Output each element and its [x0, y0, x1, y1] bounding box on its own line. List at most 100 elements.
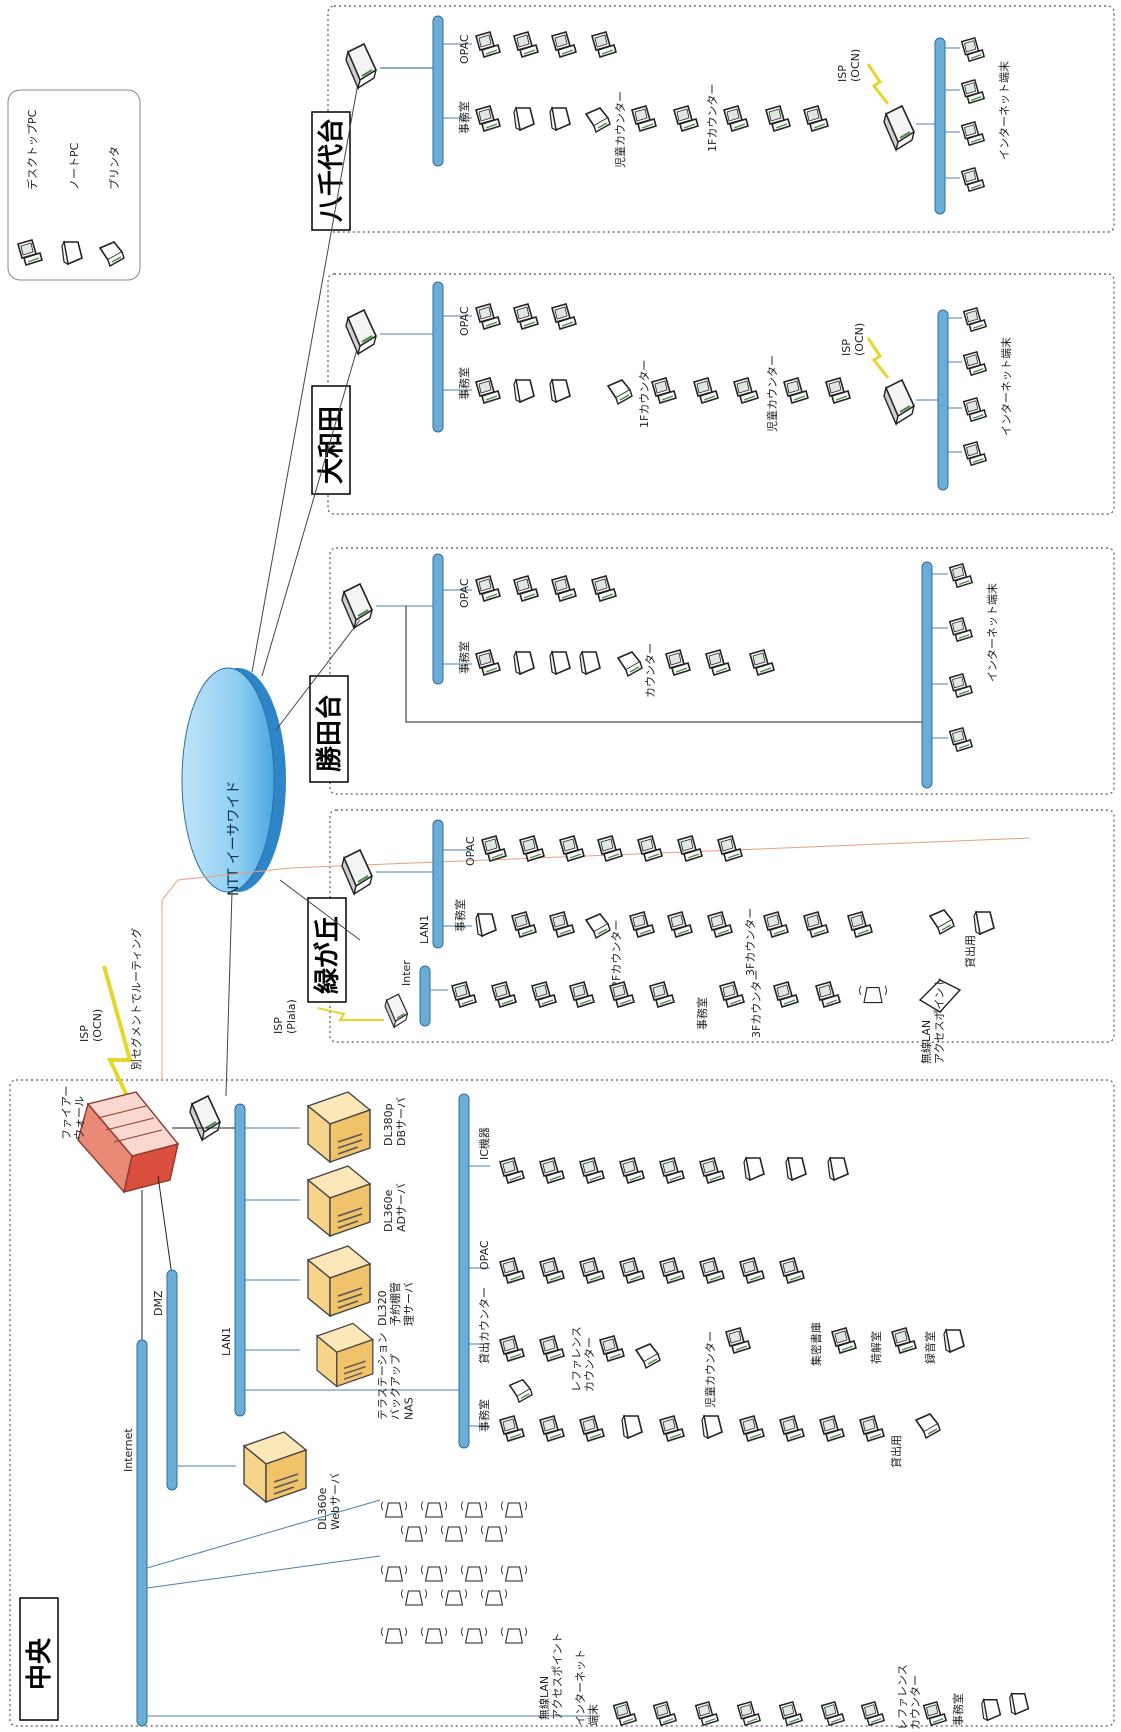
legend-desktop-label: デスクトップPC: [25, 109, 39, 190]
desktop-pc-icon: [719, 981, 745, 1008]
desktop-pc-icon: [579, 1257, 605, 1284]
site-chuo: ISP(OCN) 別セグメントでルーティング ファイアーウォール LAN1 DL…: [60, 928, 1030, 1730]
desktop-pc-icon: [513, 575, 539, 602]
label-jimu2: 事務室: [695, 997, 709, 1030]
desktop-pc-icon: [962, 307, 987, 332]
lan-bus: [921, 561, 933, 789]
notebook-pc-icon: [513, 651, 535, 675]
desktop-pc-icon: [763, 911, 789, 938]
desktop-pc-icon: [649, 981, 675, 1008]
desktop-pc-icon: [619, 1157, 645, 1184]
label-kashi: 貸出用: [889, 1435, 903, 1468]
notebook-pc-icon: [549, 379, 571, 403]
site-label-yachiyodai: 八千代台: [311, 111, 351, 231]
desktop-pc-icon: [859, 1415, 885, 1442]
label-opac: OPAC: [458, 306, 471, 336]
site-box-chuo: [9, 1079, 1115, 1727]
printer-icon: [99, 241, 125, 267]
wireless-ap-icon: [440, 1589, 468, 1606]
label-inter: Inter: [400, 960, 413, 986]
server-icon: [307, 1245, 371, 1317]
label-3f-counter: 3Fカウンター: [744, 908, 757, 976]
desktop-pc-icon: [847, 911, 873, 938]
router-icon: [345, 309, 377, 355]
desktop-pc-icon: [475, 31, 501, 58]
notebook-pc-icon: [973, 911, 995, 935]
lan-bus: [934, 37, 946, 215]
printer-icon: [607, 379, 633, 405]
label-counter: カウンター: [644, 643, 657, 698]
label-isp: ISP(OCN): [836, 49, 862, 82]
desktop-pc-icon: [651, 377, 677, 404]
notebook-pc-icon: [513, 379, 535, 403]
label-dl360e-web: DL360eWebサーバ: [316, 1473, 342, 1530]
label-lan1: LAN1: [220, 1327, 233, 1356]
lightning-icon: [317, 1007, 384, 1021]
desktop-pc-icon: [736, 1701, 761, 1726]
site-midorigaoka: LAN1 OPAC 事務室 2Fカウンター 3Fカウンター 貸出用 ISP(Pl…: [272, 819, 995, 1064]
desktop-pc-icon: [659, 1415, 685, 1442]
desktop-pc-icon: [659, 1257, 685, 1284]
desktop-pc-icon: [665, 649, 691, 676]
desktop-pc-icon: [725, 1327, 751, 1354]
wireless-ap-icon: [500, 1565, 528, 1582]
cloud-label: NTT イーサワイド: [226, 781, 242, 897]
wireless-ap-icon: [500, 1501, 528, 1518]
desktop-pc-icon: [519, 835, 545, 862]
desktop-pc-icon: [539, 1415, 565, 1442]
svg-text:八千代台: 八千代台: [316, 118, 347, 222]
desktop-pc-icon: [948, 617, 973, 642]
notebook-pc-icon: [61, 241, 83, 265]
link-midorigaoka: [279, 879, 361, 941]
lan-bus: [937, 309, 949, 491]
lan-bus: [432, 281, 444, 433]
desktop-pc-icon: [451, 981, 477, 1008]
desktop-pc-icon: [619, 1257, 645, 1284]
desktop-pc-icon: [631, 105, 657, 132]
firewall-icon: [77, 1091, 180, 1194]
desktop-pc-icon: [549, 911, 575, 938]
desktop-pc-icon: [948, 727, 973, 752]
wireless-ap-icon: [420, 1627, 448, 1644]
notebook-pc-icon: [827, 1157, 849, 1181]
lan-bus: [432, 553, 444, 685]
label-isp-plala: ISP(Plala): [272, 999, 298, 1034]
desktop-pc-icon: [475, 377, 501, 404]
desktop-pc-icon: [579, 1157, 605, 1184]
label-1f-counter: 1Fカウンター: [638, 360, 651, 428]
desktop-pc-icon: [960, 121, 985, 146]
wireless-ap-cluster: [380, 1501, 528, 1644]
printer-icon: [635, 1343, 661, 1369]
wireless-ap-icon: [480, 1525, 508, 1542]
desktop-pc-icon: [717, 835, 743, 862]
desktop-pc-icon: [733, 377, 759, 404]
svg-text:緑が丘: 緑が丘: [312, 916, 343, 994]
label-internet-terminal: インターネット端末: [574, 1649, 600, 1726]
desktop-pc-icon: [825, 377, 851, 404]
desktop-pc-icon: [475, 575, 501, 602]
svg-text:中央: 中央: [25, 1637, 55, 1690]
notebook-pc-icon: [943, 1329, 965, 1353]
label-internet-terminal: インターネット端末: [999, 337, 1013, 436]
server-icon: [243, 1431, 307, 1503]
label-rokuon: 録音室: [923, 1331, 937, 1364]
desktop-pc-icon: [475, 105, 501, 132]
internet-bus: [136, 1339, 148, 1727]
notebook-pc-icon: [513, 107, 535, 131]
label-opac: OPAC: [464, 836, 477, 866]
site-box-yachiyodai: [327, 5, 1115, 233]
desktop-pc-icon: [831, 1327, 857, 1354]
desktop-pc-icon: [667, 911, 693, 938]
notebook-pc-icon: [701, 1415, 723, 1439]
printer-icon: [929, 909, 955, 935]
lightning-icon: [866, 63, 890, 105]
desktop-pc-icon: [739, 1415, 765, 1442]
notebook-pc-icon: [621, 1415, 643, 1439]
label-ref-counter-2: レファレンスカウンター: [896, 1664, 922, 1730]
site-label-midorigaoka: 緑が丘: [307, 897, 347, 1003]
router-icon: [345, 43, 377, 89]
label-kashi-counter: 貸出カウンター: [477, 1287, 491, 1364]
desktop-pc-icon: [694, 1701, 719, 1726]
wireless-ap-icon: [460, 1565, 488, 1582]
desktop-pc-icon: [491, 981, 517, 1008]
